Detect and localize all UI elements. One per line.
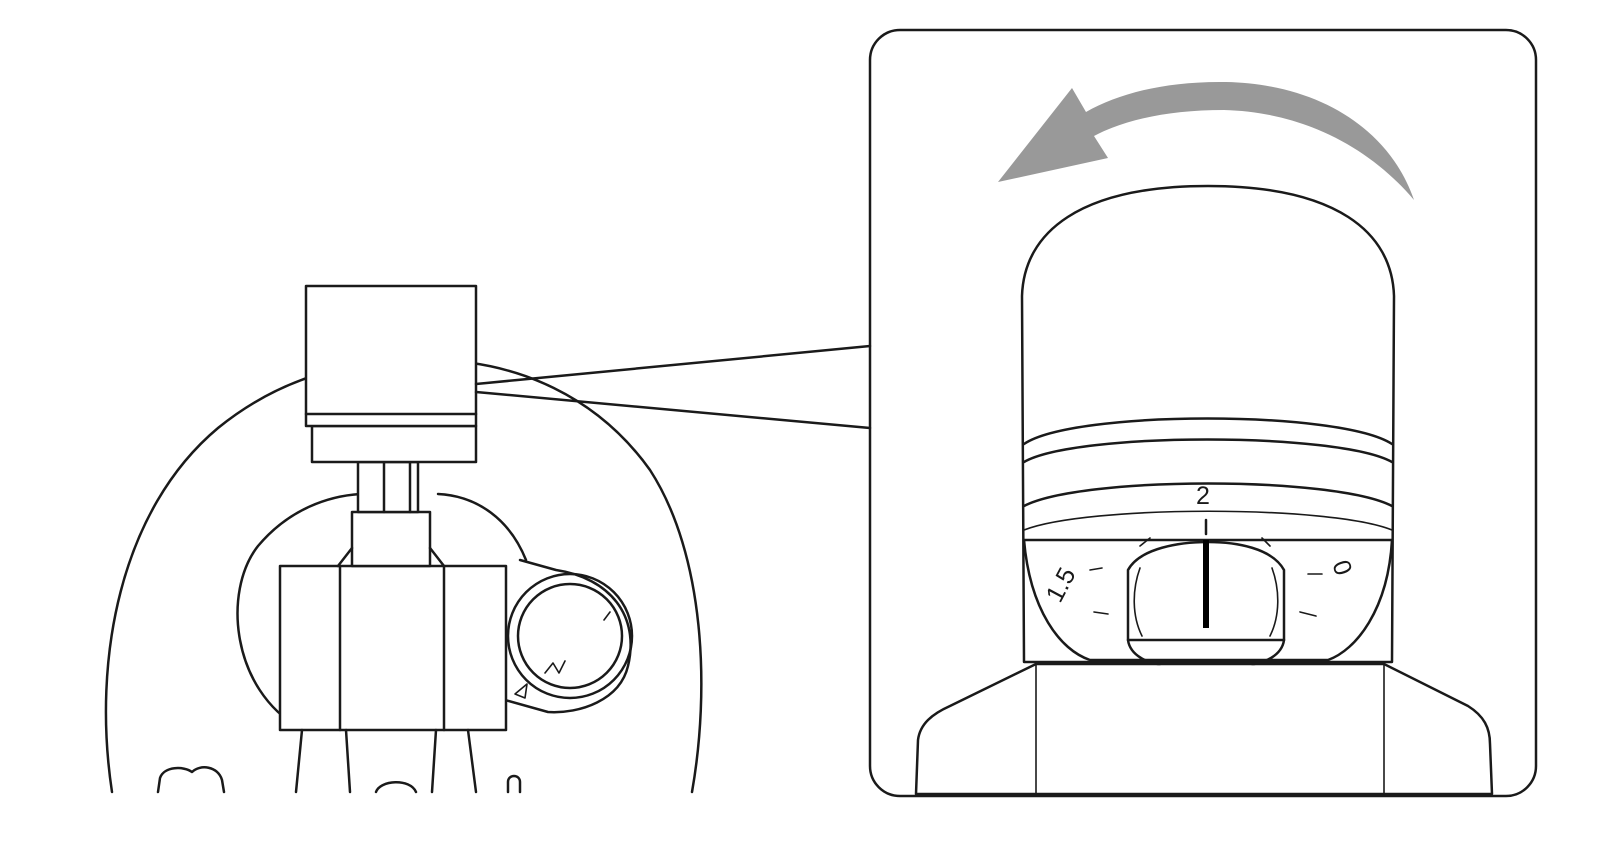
scale-tick — [1261, 537, 1271, 547]
inner-housing-outline — [236, 492, 362, 730]
scale-tick — [1139, 537, 1151, 547]
detail-frame — [868, 28, 1538, 798]
callout-line-top — [474, 344, 872, 386]
valve-stem — [356, 460, 420, 514]
bottom-clip-left — [156, 766, 226, 794]
valve-neck — [350, 510, 432, 568]
device-overview — [80, 284, 780, 856]
spindle-seat — [1126, 638, 1286, 666]
inner-housing-outline-right — [436, 492, 528, 562]
scale-tick — [1089, 567, 1103, 571]
crop-mask — [80, 794, 780, 856]
spindle-shadow-right — [1269, 567, 1279, 637]
knob-grip-ring-2 — [1022, 438, 1394, 464]
knob-cap — [304, 284, 478, 428]
hex-nut — [278, 564, 508, 732]
adjustment-ring-inner — [516, 582, 624, 690]
callout-lines — [474, 344, 872, 430]
spindle-shadow-left — [1133, 567, 1143, 637]
ring-marks — [544, 611, 611, 674]
callout-line-bottom — [474, 390, 872, 430]
valve-neck-shoulder — [336, 546, 446, 568]
scale-label-2: 2 — [1196, 482, 1210, 510]
detail-panel: 1.5 2 0 — [868, 28, 1538, 798]
knob-collar — [310, 424, 478, 464]
rotation-arrow-icon — [998, 81, 1414, 200]
knob-grip-ring-1 — [1022, 417, 1394, 446]
adjustment-ring-outer — [506, 572, 634, 700]
side-lug — [503, 558, 632, 714]
base-housing — [914, 662, 1494, 796]
ring-pointer — [514, 683, 528, 699]
lower-bolt-hint — [374, 781, 418, 794]
scale-tick — [1299, 611, 1317, 617]
knob-grip-ring-3 — [1022, 482, 1394, 508]
bottom-clip-right — [506, 774, 522, 794]
scale-tick — [1093, 611, 1109, 615]
lower-legs — [294, 728, 478, 794]
knob-grip-ring-4 — [1023, 510, 1393, 531]
